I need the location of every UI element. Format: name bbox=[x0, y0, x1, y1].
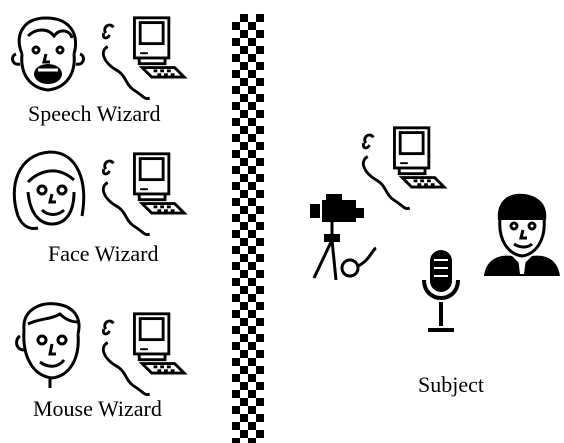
mouse-wizard-label: Mouse Wizard bbox=[33, 396, 162, 421]
speech-wizard-label: Speech Wizard bbox=[28, 101, 161, 126]
face-wizard-label: Face Wizard bbox=[48, 241, 159, 266]
microphone-icon bbox=[422, 250, 460, 332]
macintosh-computer-icon bbox=[96, 14, 192, 100]
checkerboard-divider bbox=[232, 14, 264, 443]
man-in-suit-icon bbox=[484, 193, 560, 276]
woman-face-icon bbox=[12, 150, 86, 230]
video-camera-icon bbox=[310, 194, 377, 281]
laughing-person-icon bbox=[11, 16, 85, 92]
subject-label: Subject bbox=[418, 372, 484, 397]
macintosh-computer-icon bbox=[96, 150, 192, 236]
man-face-icon bbox=[15, 302, 81, 388]
macintosh-computer-icon bbox=[96, 310, 192, 396]
